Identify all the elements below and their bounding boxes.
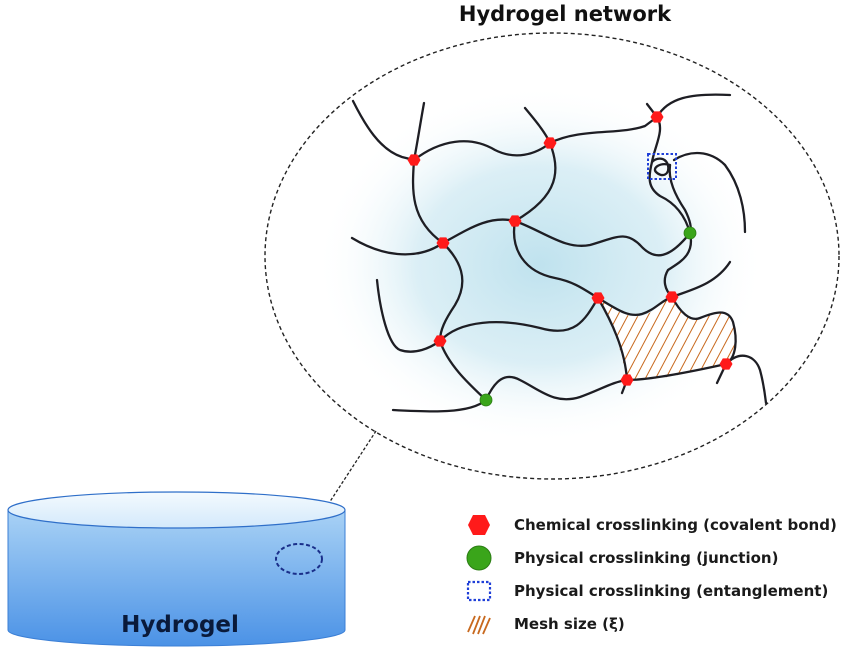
legend-label: Mesh size (ξ) (514, 614, 625, 633)
mesh-size-region (598, 296, 736, 380)
orange-hatch-icon (466, 611, 492, 637)
legend-label: Chemical crosslinking (covalent bond) (514, 515, 837, 534)
chemical-crosslink-node (620, 374, 634, 386)
entanglement-marker (647, 153, 677, 180)
legend-item-physical-entanglement: Physical crosslinking (entanglement) (466, 574, 850, 607)
chemical-crosslink-node (591, 292, 605, 304)
chemical-crosslink-node (407, 154, 421, 166)
legend-item-physical-junction: Physical crosslinking (junction) (466, 541, 850, 574)
chemical-crosslink-node (508, 215, 522, 227)
hydrogel-cylinder (7, 491, 346, 647)
chemical-crosslink-node (665, 291, 679, 303)
blue-dotted-square-icon (466, 578, 492, 604)
chemical-crosslink-node (543, 137, 557, 149)
zoom-source-marker (275, 543, 323, 575)
legend-item-mesh-size: Mesh size (ξ) (466, 607, 850, 640)
diagram-title: Hydrogel network (458, 2, 672, 26)
cylinder-body (7, 509, 346, 647)
legend: Chemical crosslinking (covalent bond) Ph… (466, 508, 850, 640)
cylinder-top (7, 491, 346, 529)
legend-item-chemical-crosslinking: Chemical crosslinking (covalent bond) (466, 508, 850, 541)
chemical-crosslink-node (650, 111, 664, 123)
legend-label: Physical crosslinking (junction) (514, 548, 779, 567)
hydrogel-label: Hydrogel (121, 612, 239, 638)
physical-junction-node (683, 226, 697, 240)
legend-label: Physical crosslinking (entanglement) (514, 581, 829, 600)
chemical-crosslink-node (436, 237, 450, 249)
physical-junction-node (479, 393, 493, 407)
chemical-crosslinks (407, 111, 733, 386)
chemical-crosslink-node (719, 358, 733, 370)
physical-junctions (479, 226, 697, 407)
polymer-chains (350, 93, 768, 413)
chemical-crosslink-node (433, 335, 447, 347)
green-circle-icon (466, 545, 492, 571)
red-hexagon-icon (466, 512, 492, 538)
